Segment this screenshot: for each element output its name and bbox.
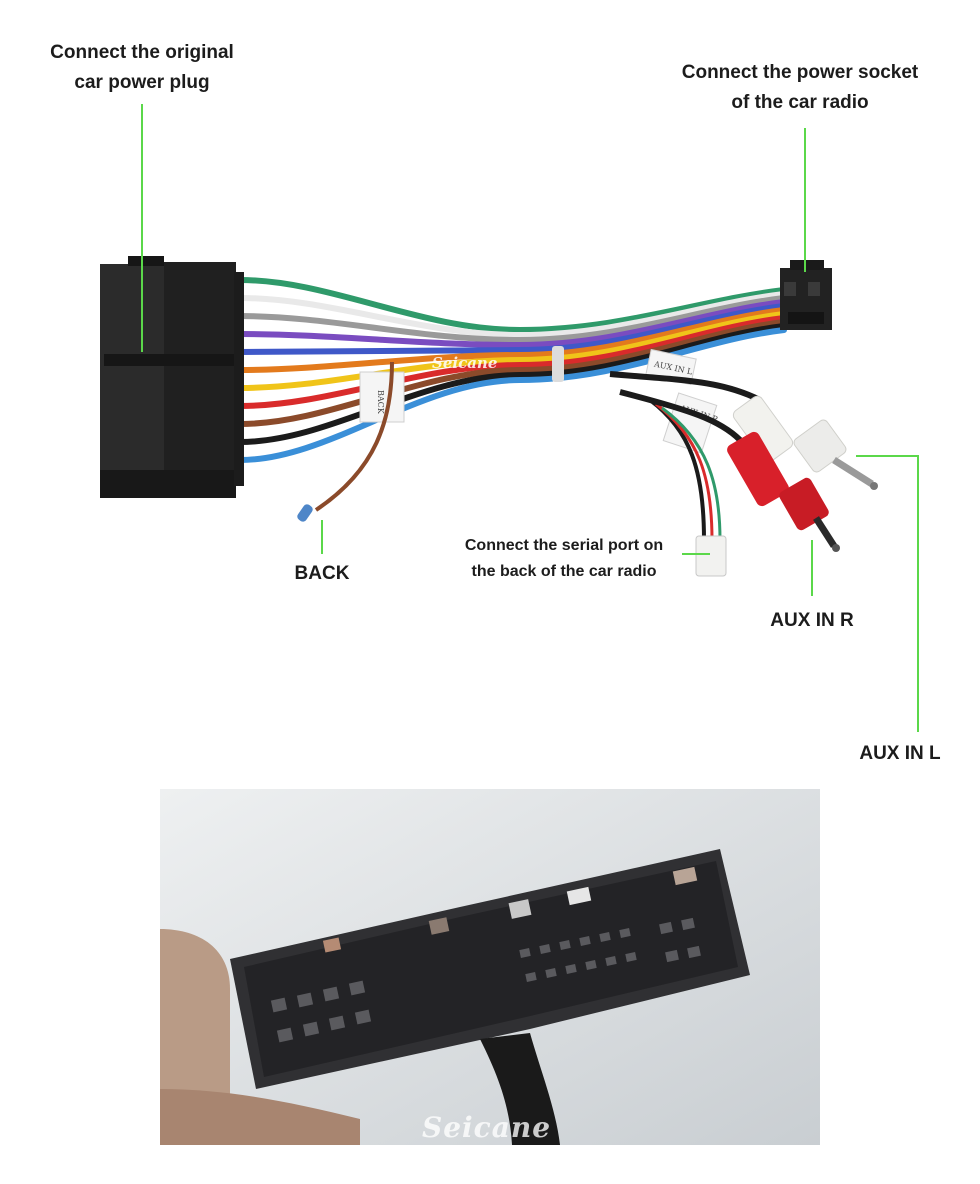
- label-back: BACK: [294, 563, 350, 584]
- connector-photo-illustration: [160, 789, 820, 1145]
- car-power-plug-connector: [100, 256, 244, 498]
- label-power-socket-line1: Connect the power socket: [681, 62, 919, 83]
- harness-wire: [237, 307, 787, 373]
- serial-port-connector: [695, 535, 727, 577]
- harness-wire: [237, 277, 787, 334]
- label-aux-in-l: AUX IN L: [859, 743, 941, 764]
- cable-tie: [552, 346, 564, 382]
- label-aux-in-r: AUX IN R: [770, 610, 854, 631]
- connector-cable: [480, 1033, 560, 1145]
- connector-pins: [270, 917, 701, 1043]
- radio-power-socket-connector: [780, 260, 832, 330]
- harness-wire: [237, 295, 787, 344]
- label-power-socket: Connect the power socket of the car radi…: [660, 58, 940, 118]
- harness-wire: [237, 311, 787, 391]
- harness-wires: [237, 277, 787, 463]
- label-serial-port-line1: Connect the serial port on: [464, 537, 664, 554]
- rca-plug-white: [732, 395, 878, 490]
- watermark-photo: Seicane: [422, 1111, 552, 1144]
- back-tag-text: BACK: [376, 390, 385, 415]
- label-power-plug-line1: Connect the original: [50, 42, 234, 63]
- back-wire: [314, 361, 394, 512]
- harness-wire: [237, 303, 787, 355]
- connector-photo: Seicane: [160, 789, 820, 1145]
- leader-lines: [141, 104, 919, 732]
- rca-cable-red: [619, 389, 743, 443]
- back-wire-tip: [297, 504, 313, 522]
- label-power-plug: Connect the original car power plug: [22, 38, 262, 98]
- back-tag: BACK: [359, 371, 405, 423]
- harness-wire: [237, 315, 787, 409]
- leader-aux-in-l: [856, 455, 919, 732]
- harness-wire: [237, 291, 787, 339]
- harness-wire: [237, 299, 787, 349]
- label-serial-port-line2: the back of the car radio: [471, 563, 657, 580]
- rca-cable-white: [609, 371, 762, 403]
- rca-plug-red: [727, 431, 840, 552]
- wiring-harness-diagram: BACK AUX IN L AUX IN R Seicane: [100, 104, 919, 732]
- harness-wire: [237, 319, 787, 427]
- label-power-socket-line2: of the car radio: [731, 92, 869, 113]
- harness-wire: [237, 327, 787, 463]
- label-power-plug-line2: car power plug: [74, 72, 210, 93]
- watermark-diagram: Seicane: [432, 354, 497, 372]
- label-serial-port: Connect the serial port on the back of t…: [446, 533, 682, 585]
- harness-wire: [237, 323, 787, 445]
